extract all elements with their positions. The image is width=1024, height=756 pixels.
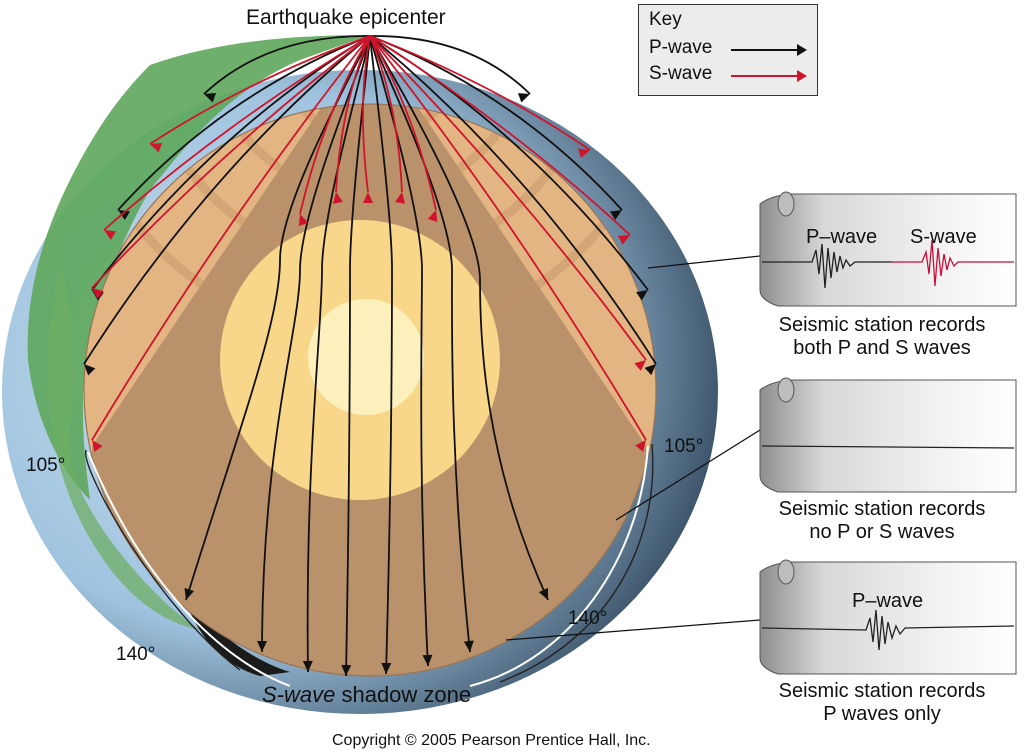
key-heading: Key bbox=[649, 9, 682, 30]
p-wave-arrow-icon bbox=[731, 44, 807, 56]
p-wave-core-ray bbox=[369, 35, 393, 675]
seismograph-station-2 bbox=[759, 377, 1017, 493]
s-wave-ray-arrowhead bbox=[635, 440, 646, 452]
continents bbox=[27, 35, 371, 500]
p-wave-core-ray-arrowhead bbox=[381, 662, 392, 674]
s-wave-paths bbox=[91, 35, 647, 452]
p-wave-ray-arrowhead bbox=[610, 210, 622, 221]
s-wave-ray bbox=[299, 35, 371, 215]
key-p-wave-label: P-wave bbox=[649, 37, 713, 58]
station-1-p-label: P–wave bbox=[806, 226, 878, 248]
s-wave-ray bbox=[369, 35, 403, 193]
s-wave-ray bbox=[149, 35, 371, 145]
s-wave-arrow-icon bbox=[731, 70, 807, 82]
p-wave-ray bbox=[117, 35, 371, 211]
inner-core bbox=[308, 299, 424, 415]
key-s-wave-label: S-wave bbox=[649, 63, 713, 84]
station-3-p-label: P–wave bbox=[852, 590, 924, 612]
seismograph-station-3 bbox=[759, 559, 1017, 675]
s-wave-ray bbox=[335, 35, 371, 193]
angle-right-upper: 105° bbox=[664, 436, 704, 457]
s-wave-ray-arrowhead bbox=[427, 210, 438, 223]
earth-interior bbox=[84, 104, 656, 676]
p-wave-ray-arrowhead bbox=[84, 364, 96, 376]
p-wave-core-ray bbox=[261, 35, 371, 653]
p-wave-core-ray-arrowhead bbox=[184, 588, 195, 600]
p-wave-ray bbox=[83, 35, 371, 365]
s-wave-ray-arrowhead bbox=[617, 235, 630, 245]
s-wave-ray bbox=[369, 35, 647, 441]
s-wave-ray-arrowhead bbox=[298, 214, 309, 227]
p-wave-ray-arrowhead bbox=[204, 92, 217, 103]
station-1-s-label: S-wave bbox=[910, 226, 977, 248]
p-wave-core-ray-arrowhead bbox=[302, 660, 313, 672]
shadow-zone-arc-right bbox=[469, 445, 649, 687]
p-wave-ray bbox=[91, 35, 371, 291]
shadow-zone-arc-left bbox=[87, 451, 291, 687]
p-wave-core-ray-arrowhead bbox=[538, 587, 548, 600]
s-wave-ray-arrowhead bbox=[92, 440, 103, 452]
copyright-text: Copyright © 2005 Pearson Prentice Hall, … bbox=[332, 732, 651, 749]
p-wave-core-ray bbox=[185, 35, 371, 601]
p-wave-ray-arrowhead bbox=[517, 93, 530, 103]
s-wave-ray-arrowhead bbox=[104, 230, 117, 240]
seismograph-station-1 bbox=[759, 191, 1017, 307]
angle-left-upper: 105° bbox=[26, 455, 66, 476]
s-wave-ray-arrowhead bbox=[362, 192, 373, 204]
s-wave-ray-arrowhead bbox=[634, 360, 646, 371]
s-wave-ray bbox=[91, 35, 371, 441]
s-wave-ray-arrowhead bbox=[578, 148, 590, 159]
s-wave-ray-arrowhead bbox=[92, 288, 104, 299]
s-wave-ray bbox=[362, 35, 371, 193]
p-wave-core-ray bbox=[369, 35, 549, 601]
angle-right-lower: 140° bbox=[568, 608, 608, 629]
p-wave-core-ray-arrowhead bbox=[257, 641, 267, 652]
s-wave-ray-arrowhead bbox=[395, 192, 406, 204]
s-wave-ray bbox=[369, 35, 437, 211]
p-wave-core-ray bbox=[306, 35, 371, 673]
s-wave-ray bbox=[91, 35, 371, 289]
s-wave-ray bbox=[369, 35, 647, 361]
p-wave-ray-arrowhead bbox=[118, 210, 131, 220]
p-wave-ray-arrowhead bbox=[636, 290, 648, 301]
legend-key: Key P-wave S-wave bbox=[638, 4, 818, 96]
p-wave-core-ray-arrowhead bbox=[463, 640, 474, 652]
shadow-zone-label: S-wave shadow zone bbox=[262, 682, 472, 707]
p-wave-trace bbox=[761, 609, 1015, 651]
station-leader-lines bbox=[505, 255, 761, 641]
s-wave-ray-arrowhead bbox=[333, 192, 343, 204]
p-wave-core-ray-arrowhead bbox=[422, 654, 433, 666]
s-wave-ray bbox=[369, 35, 631, 236]
s-wave-trace bbox=[892, 239, 1014, 287]
flat-trace bbox=[761, 445, 1015, 449]
p-wave-ray bbox=[369, 35, 531, 95]
p-wave-ray bbox=[203, 35, 371, 95]
p-wave-core-ray-arrowhead bbox=[341, 664, 352, 676]
s-wave-ray-arrowhead bbox=[150, 142, 163, 153]
p-wave-core-ray bbox=[369, 35, 429, 667]
p-wave-ray-arrowhead bbox=[644, 364, 656, 376]
angle-left-lower: 140° bbox=[116, 644, 156, 665]
p-wave-ray bbox=[369, 35, 657, 365]
p-wave-core-ray bbox=[369, 35, 471, 653]
s-wave-ray bbox=[103, 35, 371, 231]
s-wave-ray bbox=[369, 35, 591, 151]
p-wave-trace bbox=[762, 243, 892, 289]
epicenter-label: Earthquake epicenter bbox=[246, 6, 446, 29]
